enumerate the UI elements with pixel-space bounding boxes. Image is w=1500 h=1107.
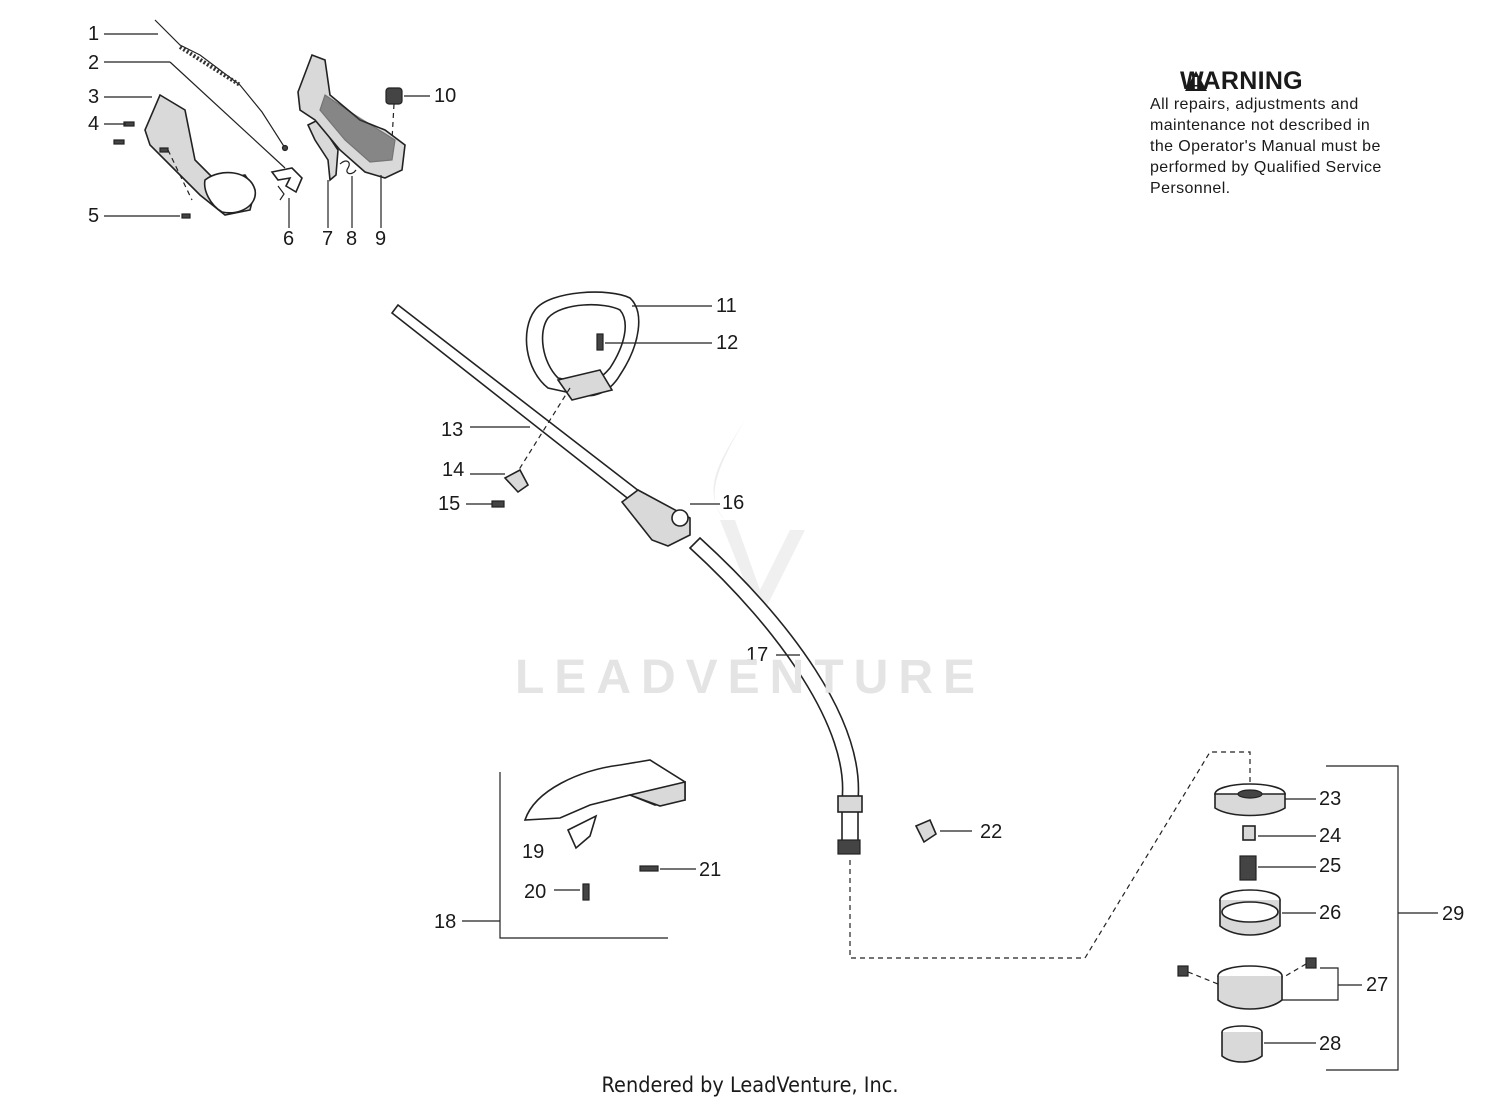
callout-17: 17 [746, 644, 769, 666]
callout-7: 7 [322, 228, 334, 250]
callout-28: 28 [1319, 1033, 1342, 1055]
part-18-deflector-group [499, 759, 686, 939]
callout-16: 16 [722, 492, 745, 514]
callout-4: 4 [88, 113, 100, 135]
callout-18: 18 [434, 911, 457, 933]
leader-27-bracket [1282, 967, 1339, 1001]
warning-triangle-icon [1185, 71, 1207, 91]
callout-25: 25 [1319, 855, 1342, 877]
callout-22: 22 [980, 821, 1003, 843]
callout-23: 23 [1319, 788, 1342, 810]
callout-29: 29 [1442, 903, 1465, 925]
part-9-handle-half [297, 53, 406, 179]
head-dash [849, 751, 1251, 959]
part-14-clamp [503, 468, 530, 494]
callout-19: 19 [522, 841, 545, 863]
part-1-throttle-cable [154, 19, 289, 152]
callout-15: 15 [438, 493, 461, 515]
part-27-head-housing [1177, 957, 1317, 1010]
callout-12: 12 [716, 332, 739, 354]
part-8-spring [339, 160, 357, 175]
callout-10: 10 [434, 85, 457, 107]
warning-title: WARNING [1180, 67, 1303, 95]
part-20-screw [582, 883, 590, 901]
callout-3: 3 [88, 86, 100, 108]
part-5-screw [167, 149, 193, 219]
part-16-coupler [620, 489, 691, 547]
part-11-loop-handle [525, 291, 640, 401]
callout-27: 27 [1366, 974, 1389, 996]
part-6-spring [270, 167, 303, 201]
part-21-screw [639, 865, 659, 872]
callout-2: 2 [88, 52, 100, 74]
footer-credit: Rendered by LeadVenture, Inc. [601, 1073, 899, 1097]
part-17-lower-shaft [688, 536, 863, 855]
callout-6: 6 [283, 228, 295, 250]
part-22-clip [914, 818, 937, 844]
callout-5: 5 [88, 205, 100, 227]
callout-11: 11 [716, 295, 737, 317]
part-25-spring [1239, 855, 1257, 881]
bracket-29 [1326, 765, 1399, 1071]
callout-8: 8 [346, 228, 358, 250]
part-28-knob [1221, 1025, 1263, 1063]
part-12-screw [596, 333, 604, 351]
part-3-handle-housing [144, 93, 256, 216]
part-15-screw [491, 500, 505, 508]
callout-24: 24 [1319, 825, 1342, 847]
watermark-text: LEADVENTURE [514, 651, 986, 704]
part-26-spool [1219, 889, 1281, 936]
part-23-head-cover [1214, 783, 1286, 817]
callout-9: 9 [375, 228, 387, 250]
callout-26: 26 [1319, 902, 1342, 924]
part-19-line-cutter [566, 814, 598, 850]
warning-block: WARNING All repairs, adjustments and mai… [1150, 68, 1450, 199]
leader-2b [169, 61, 286, 169]
watermark-logo [713, 420, 805, 620]
warning-text: All repairs, adjustments and maintenance… [1150, 96, 1382, 197]
callout-14: 14 [442, 459, 465, 481]
callout-21: 21 [699, 859, 722, 881]
callout-1: 1 [88, 23, 100, 45]
part-10-switch [385, 87, 403, 141]
callout-20: 20 [524, 881, 547, 903]
part-24-bolt [1242, 825, 1256, 841]
callout-13: 13 [441, 419, 464, 441]
